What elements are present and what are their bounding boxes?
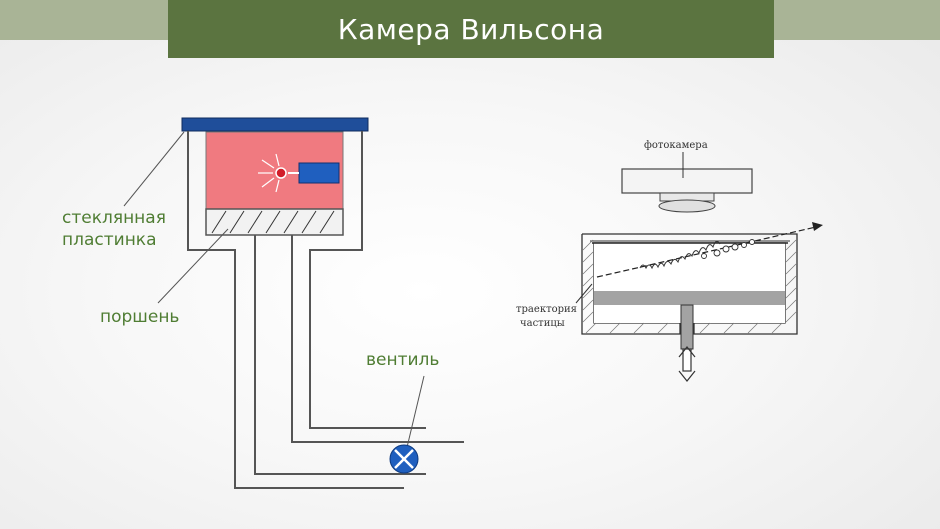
glass-plate-pointer xyxy=(123,131,185,207)
trajectory-label-pointer xyxy=(575,283,593,304)
title-bar: Камера Вильсона xyxy=(168,0,774,58)
camera-body xyxy=(621,168,753,194)
glass-plate-label-line2: пластинка xyxy=(62,230,157,250)
chamber-hatch-right xyxy=(699,239,797,334)
piston-label: поршень xyxy=(100,307,180,327)
piston-hatching xyxy=(211,210,335,234)
header-side-band-left xyxy=(0,0,168,40)
valve-icon xyxy=(389,444,419,474)
camera-label: фотокамера xyxy=(644,140,708,151)
chamber-hatch-left xyxy=(582,239,669,334)
piston-pointer xyxy=(157,228,229,304)
camera-lens xyxy=(658,199,716,213)
trajectory-arrowhead xyxy=(812,222,823,231)
particle-dot xyxy=(275,167,287,179)
glass-plate xyxy=(181,117,369,132)
trajectory-label-line1: траектория xyxy=(516,304,577,315)
particle-source xyxy=(298,162,340,184)
header-side-band-right xyxy=(774,0,940,40)
piston-direction-arrow xyxy=(678,346,696,382)
particle-trajectory xyxy=(596,226,817,278)
chamber-walls xyxy=(187,131,426,489)
particle-rays xyxy=(258,153,280,193)
particle-track-droplets xyxy=(639,241,721,270)
piston-rods xyxy=(254,235,464,475)
glass-plate-label-line1: стеклянная xyxy=(62,208,166,228)
slide-title: Камера Вильсона xyxy=(337,12,605,46)
particle-droplets xyxy=(701,239,755,259)
chamber-piston-rod xyxy=(680,304,694,350)
piston xyxy=(205,208,344,236)
chamber-piston-plate xyxy=(594,291,785,305)
trajectory-label-line2: частицы xyxy=(520,318,565,329)
valve-label: вентиль xyxy=(366,350,440,370)
